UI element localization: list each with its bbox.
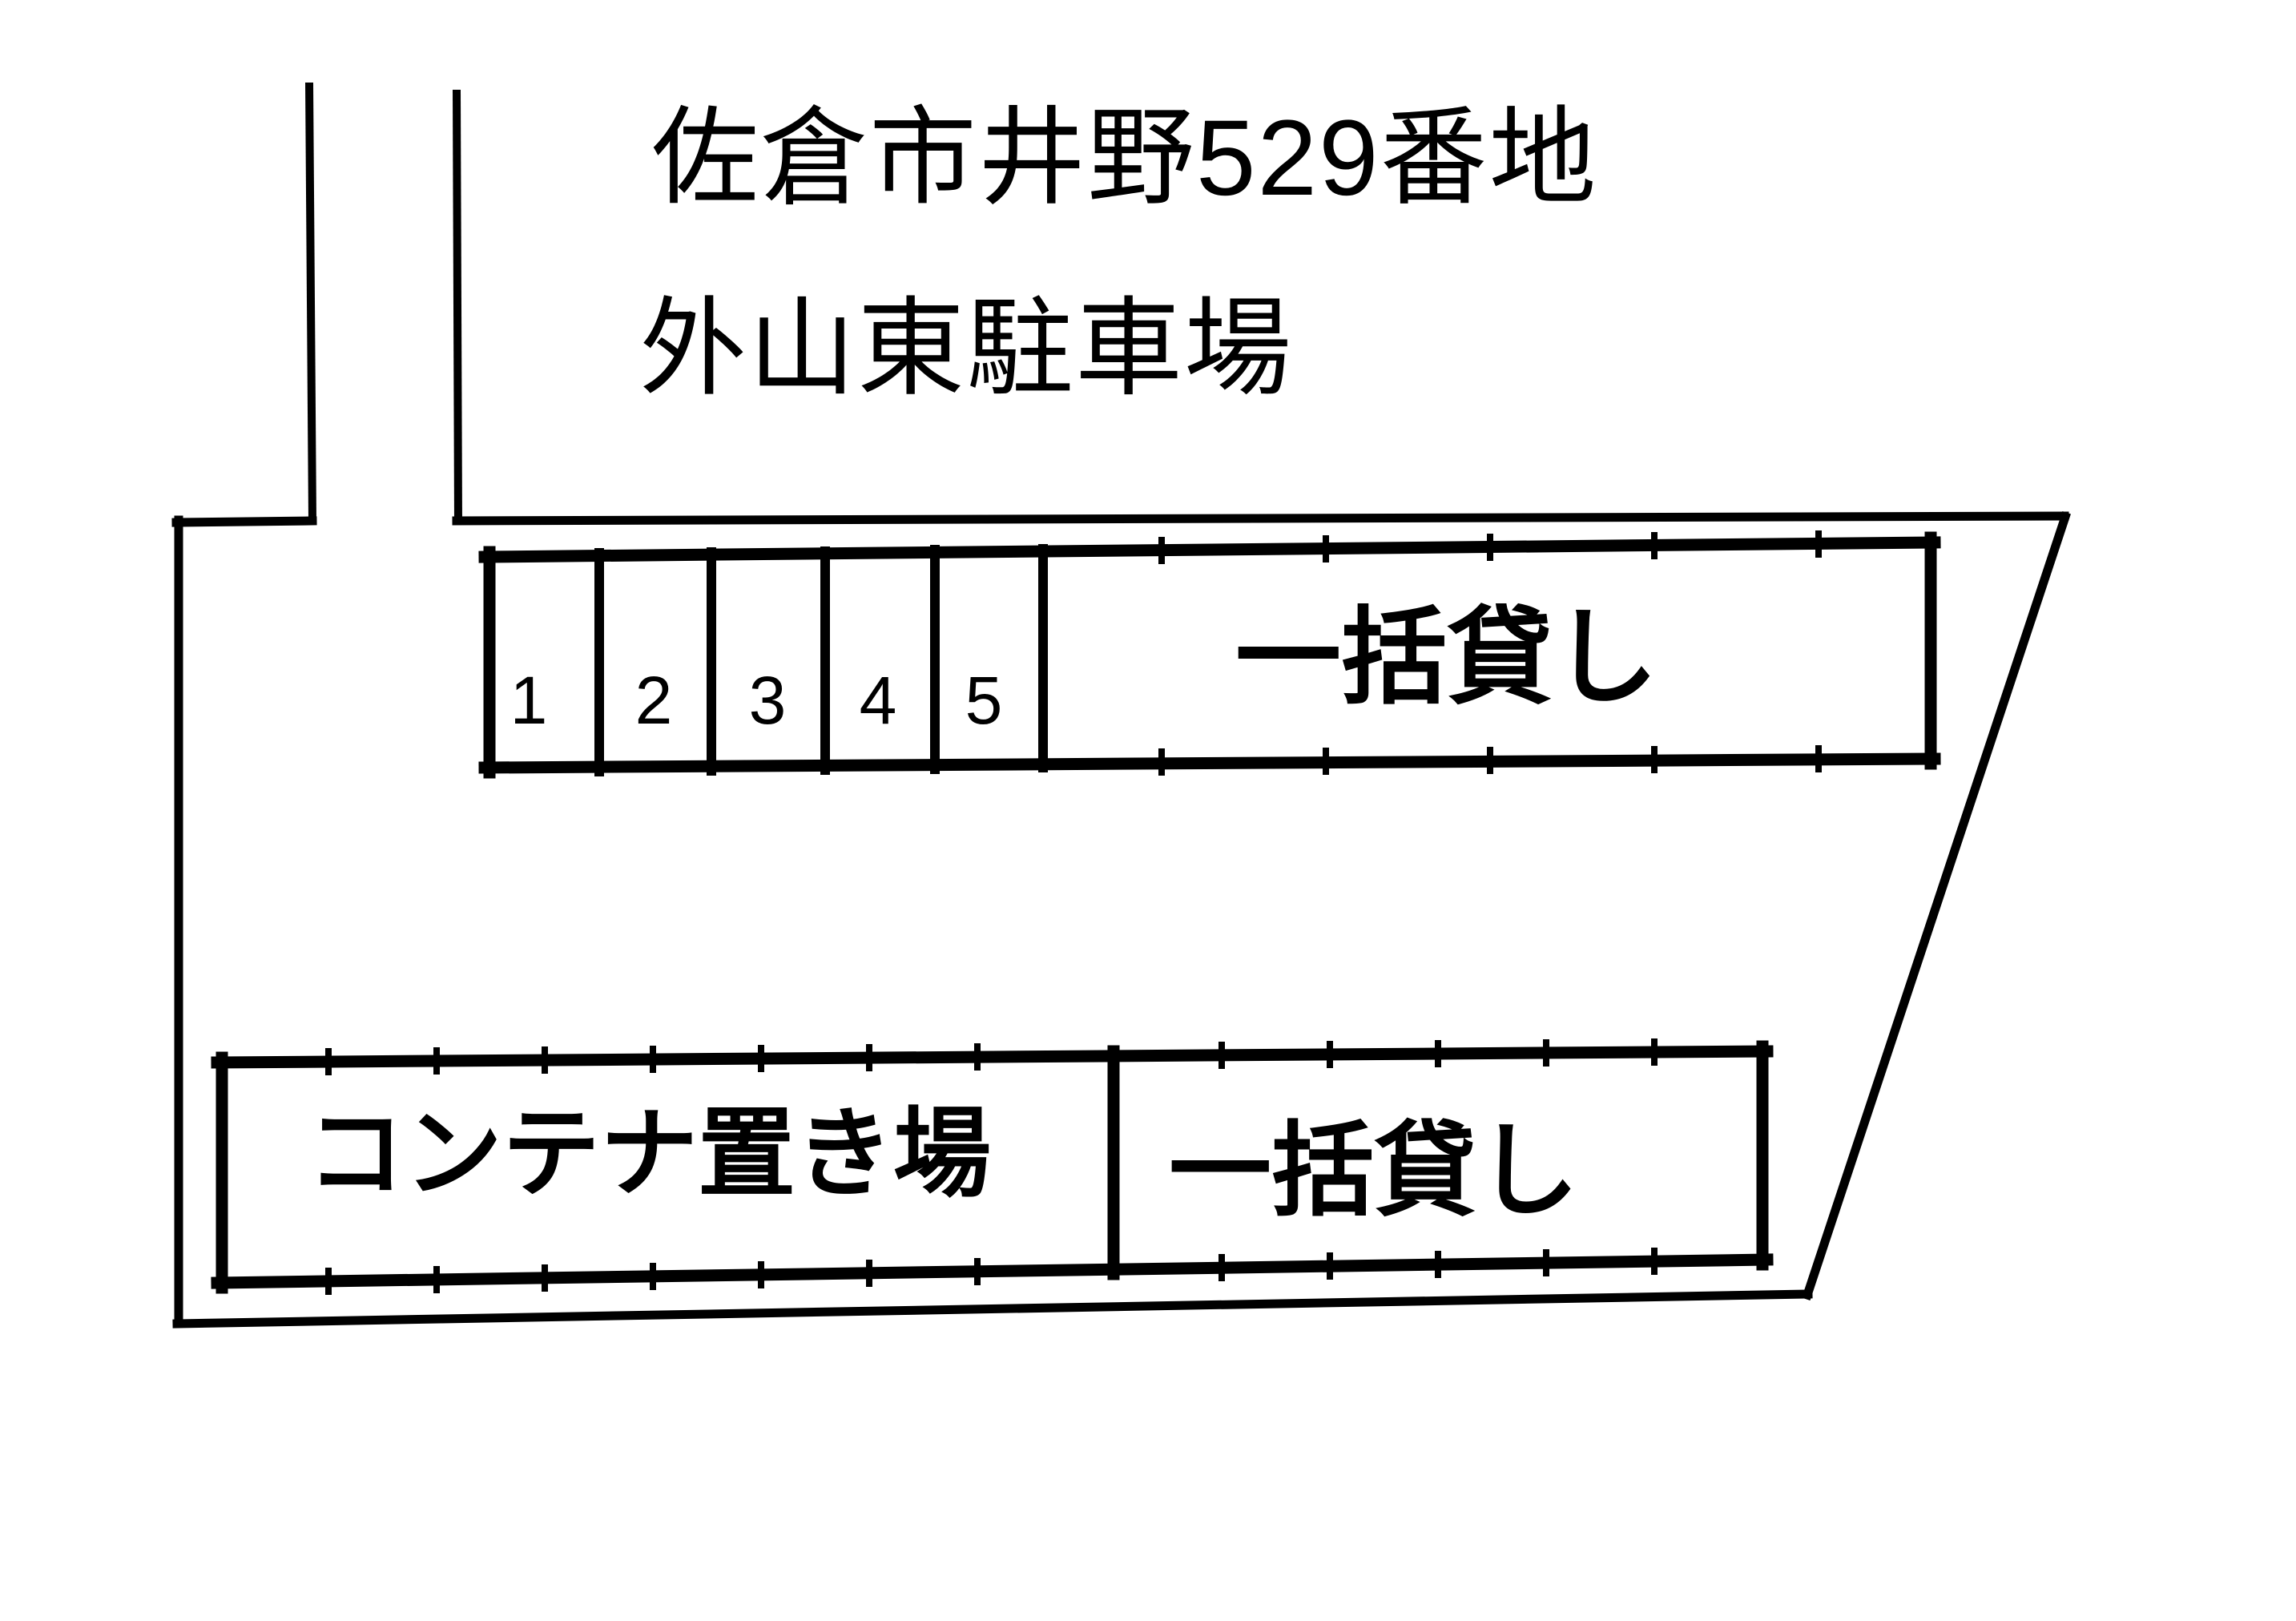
road-edge-left-line [305,82,316,522]
space-number-1: 1 [510,663,548,738]
space-number-5: 5 [965,663,1003,738]
space-number-4: 4 [860,663,897,738]
space-number-2: 2 [635,663,673,738]
upper-bulk-lease-label: 一括貸し [1235,599,1658,716]
parcel-boundary [171,511,2071,1329]
road-edge-right-line [453,89,462,524]
lower-bulk-lease-label: 一括貸し [1169,1114,1579,1228]
access-road-lines [305,82,462,524]
parcel-right-edge [1802,511,2071,1300]
lower-strip-top-edge [211,1045,1774,1069]
space-number-3: 3 [749,663,787,738]
upper-strip-bottom-edge [478,752,1941,774]
upper-strip-stall-ticks [1158,530,1822,776]
container-yard-label: コンテナ置き場 [307,1099,991,1208]
lower-strip-bottom-edge [211,1253,1774,1289]
parcel-notch-top-edge [171,516,317,527]
parcel-bottom-edge [172,1289,1813,1329]
upper-strip-top-edge [478,536,1941,563]
lower-parking-strip: コンテナ置き場 一括貸し [211,1038,1774,1295]
parcel-top-edge [452,511,2069,526]
upper-parking-strip: 1 2 3 4 5 一括貸し [478,530,1941,779]
site-titles: 佐倉市井野529番地 外山東駐車場 [639,99,1598,409]
site-address-title: 佐倉市井野529番地 [651,99,1598,218]
lower-strip-stall-ticks [325,1038,1658,1295]
site-name-title: 外山東駐車場 [639,289,1293,409]
